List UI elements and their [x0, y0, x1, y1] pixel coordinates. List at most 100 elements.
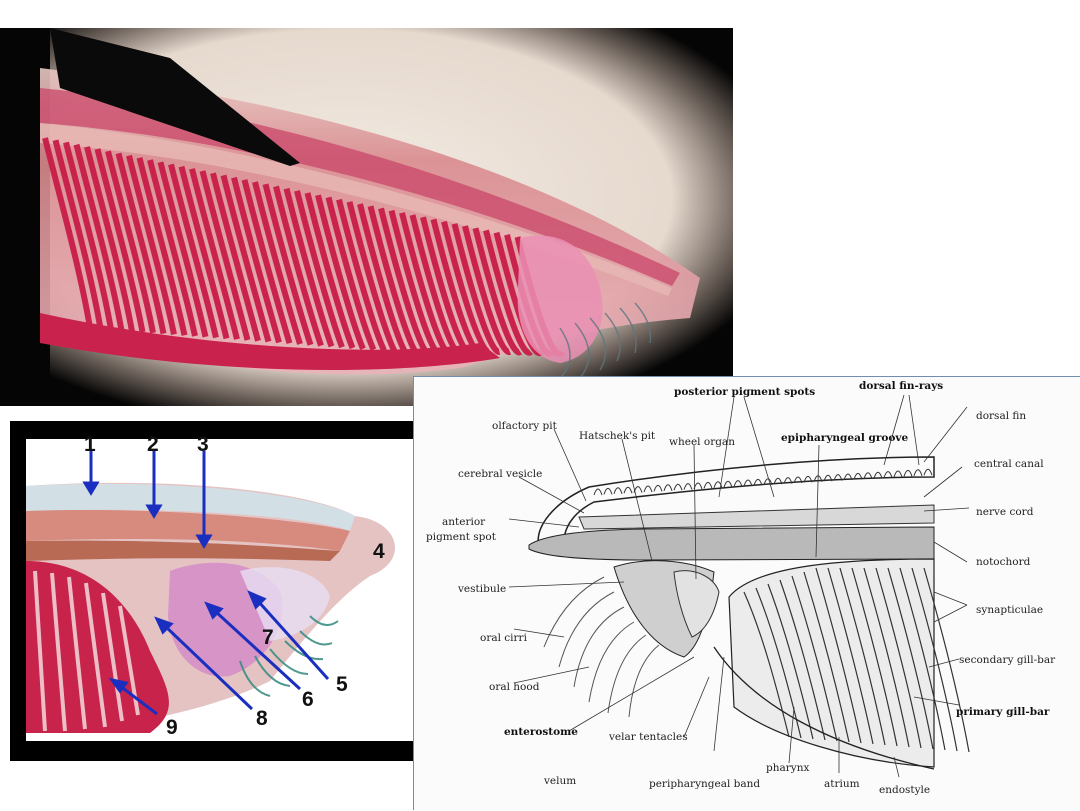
gill-slit [252, 181, 303, 345]
gill-slit [94, 148, 146, 333]
gill-slit [126, 154, 177, 336]
fin-ray [763, 478, 773, 485]
fin-ray [783, 477, 793, 484]
label-nerve-cord: nerve cord [976, 506, 1034, 518]
gill-bar [779, 579, 826, 741]
gill-slit [367, 205, 419, 354]
gill-bar [803, 571, 850, 743]
gill-bar [827, 567, 874, 745]
label-olfactory-pit: olfactory pit [492, 420, 558, 432]
gill-slit [115, 152, 167, 335]
gill-bar [851, 567, 898, 747]
marker-3: 3 [197, 433, 209, 456]
fin-ray [893, 470, 903, 478]
fin-ray [613, 487, 623, 494]
marker-7: 7 [262, 626, 274, 649]
fin-ray [643, 485, 653, 493]
fin-ray [673, 483, 683, 491]
fin-ray [863, 472, 873, 479]
label-oral-hood: oral hood [489, 681, 540, 693]
gill-bar [875, 567, 922, 749]
fin-ray [623, 486, 633, 494]
label-peripharyngeal-band: peripharyngeal band [649, 778, 760, 790]
label-dorsal-fin-rays: dorsal fin-rays [859, 380, 943, 392]
gill-slit [105, 150, 156, 334]
fin-ray [823, 474, 833, 482]
fin-ray [883, 471, 893, 478]
fin-ray [703, 481, 713, 489]
gill-bar [887, 567, 934, 750]
fin-ray [793, 476, 803, 484]
label-secondary-gill-bar: secondary gill-bar [959, 654, 1056, 666]
gill-slit [178, 165, 230, 340]
gill-slit [304, 192, 356, 350]
fin-ray [683, 483, 693, 490]
gill-slit [451, 223, 501, 355]
label-pharynx: pharynx [766, 762, 809, 774]
gill-slit [199, 170, 251, 341]
gill-slit [273, 185, 324, 347]
label-anterior: anterior [442, 516, 486, 528]
marker-9: 9 [166, 716, 178, 739]
gill-slit [73, 143, 125, 331]
marker-6: 6 [302, 688, 314, 711]
micrograph-top-image [0, 28, 733, 406]
amphioxus-micrograph-labeled: 1 2 3 4 5 6 7 8 9 [10, 421, 414, 761]
fin-ray [773, 477, 783, 485]
label-endostyle: endostyle [879, 784, 930, 796]
label-synapticulae: synapticulae [976, 604, 1043, 616]
label-pigment-spot: pigment spot [426, 531, 497, 543]
fin-ray [833, 474, 843, 481]
amphioxus-micrograph-top [0, 28, 733, 406]
gill-bar [911, 567, 958, 752]
gill-slit [336, 198, 387, 352]
gill-slit [241, 179, 293, 345]
gill-bar [863, 567, 910, 748]
fin-ray [913, 469, 923, 476]
label-velar-tentacles: velar tentacles [608, 731, 688, 743]
gill-slit [52, 139, 104, 330]
label-notochord: notochord [976, 556, 1031, 568]
fin-ray [743, 479, 753, 487]
label-wheel-organ: wheel organ [669, 436, 735, 448]
gill-bar [923, 567, 970, 753]
label-vestibule: vestibule [457, 583, 506, 595]
gill-slit [231, 176, 282, 344]
fin-ray [853, 472, 863, 480]
gill-bar [815, 567, 862, 744]
gill-slit [325, 196, 377, 351]
label-epipharyngeal-groove: epipharyngeal groove [781, 432, 909, 444]
label-primary-gill-bar: primary gill-bar [956, 706, 1050, 718]
marker-2: 2 [147, 433, 159, 456]
fin-ray [653, 484, 663, 492]
gill-bar [791, 575, 838, 742]
gill-slit [294, 190, 345, 349]
marker-5: 5 [336, 673, 348, 696]
fin-ray [803, 475, 813, 483]
label-atrium: atrium [824, 778, 860, 790]
pointer-needle [50, 28, 300, 166]
diagram-drawing: posterior pigment spots dorsal fin-rays … [426, 380, 1056, 796]
gill-slit [168, 163, 219, 339]
fin-ray [723, 480, 733, 488]
gill-slit [315, 194, 366, 350]
fin-ray [753, 478, 763, 486]
gill-slit [483, 229, 533, 356]
gill-slit [189, 168, 240, 340]
gill-slit [346, 201, 398, 353]
fin-ray [663, 484, 673, 491]
gill-bar [839, 567, 886, 746]
marker-1: 1 [84, 433, 96, 456]
gill-slit [378, 207, 429, 354]
gill-bar [767, 583, 814, 740]
gill-slit [388, 209, 439, 354]
gill-slit [157, 161, 209, 338]
label-hatscheks-pit: Hatschek's pit [579, 430, 656, 442]
fin-ray [693, 482, 703, 490]
gill-slit [63, 141, 114, 331]
fin-ray [903, 469, 913, 477]
gill-slit [262, 183, 314, 346]
fin-ray [603, 487, 613, 495]
gill-slit [42, 137, 93, 329]
label-oral-cirri: oral cirri [480, 632, 528, 644]
